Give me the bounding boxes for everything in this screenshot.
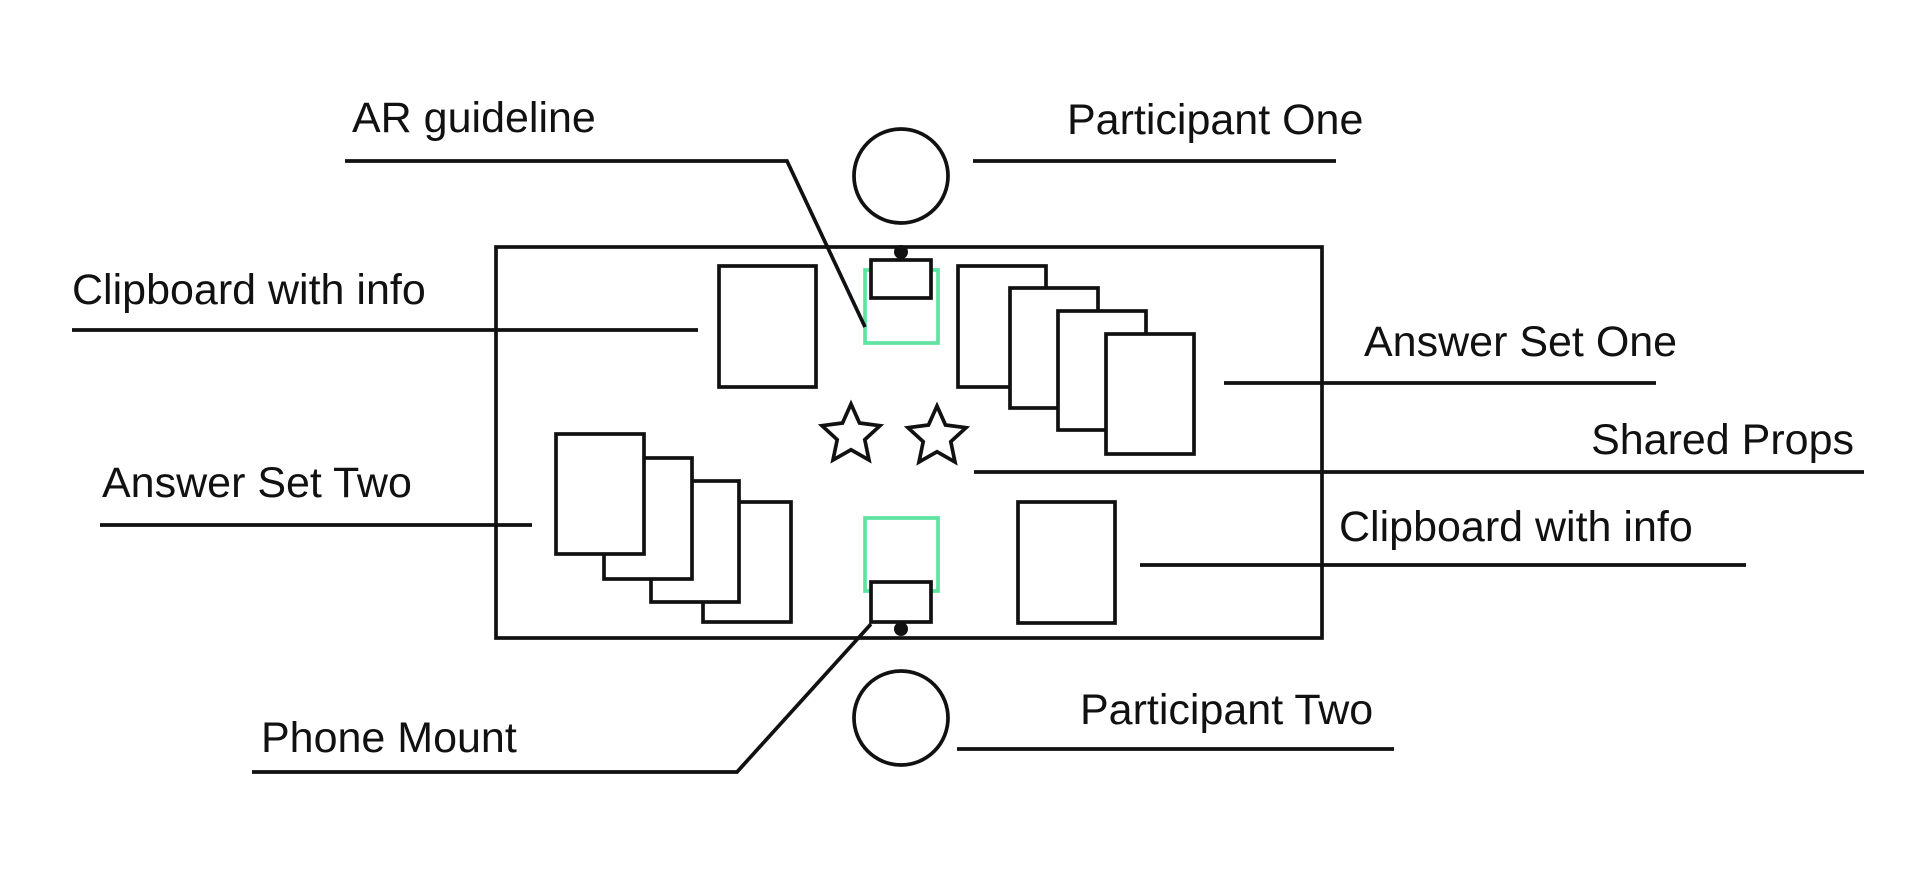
participant-two-circle (852, 669, 950, 767)
answer-set-one-card (1104, 332, 1196, 456)
phone-mount-top-dot (894, 245, 908, 259)
answer-set-two-card (554, 432, 646, 556)
phone-mount-top (869, 258, 933, 300)
table-outline (494, 245, 1324, 640)
label-phone-mount: Phone Mount (261, 714, 517, 762)
label-shared-props: Shared Props (1591, 416, 1854, 464)
label-ar-guideline: AR guideline (352, 94, 596, 142)
phone-mount-bottom-dot (894, 622, 908, 636)
label-participant-two: Participant Two (1080, 686, 1373, 734)
star-icon (817, 399, 885, 464)
answer-set-two-stack (554, 432, 793, 624)
label-clipboard-left: Clipboard with info (72, 266, 426, 314)
phone-mount-bottom (869, 580, 933, 624)
phone-mount-leader (252, 622, 873, 774)
participant-one-circle (852, 127, 950, 225)
answer-set-one-stack (956, 264, 1196, 456)
star-icon (903, 401, 971, 466)
ar-guideline-leader (345, 159, 867, 328)
ar-guideline-bottom (863, 516, 940, 593)
label-clipboard-right: Clipboard with info (1339, 503, 1693, 551)
clipboard-left (717, 264, 818, 389)
label-answer-set-two: Answer Set Two (102, 459, 412, 507)
label-participant-one: Participant One (1067, 96, 1363, 144)
label-answer-set-one: Answer Set One (1364, 318, 1677, 366)
clipboard-right (1016, 500, 1117, 625)
